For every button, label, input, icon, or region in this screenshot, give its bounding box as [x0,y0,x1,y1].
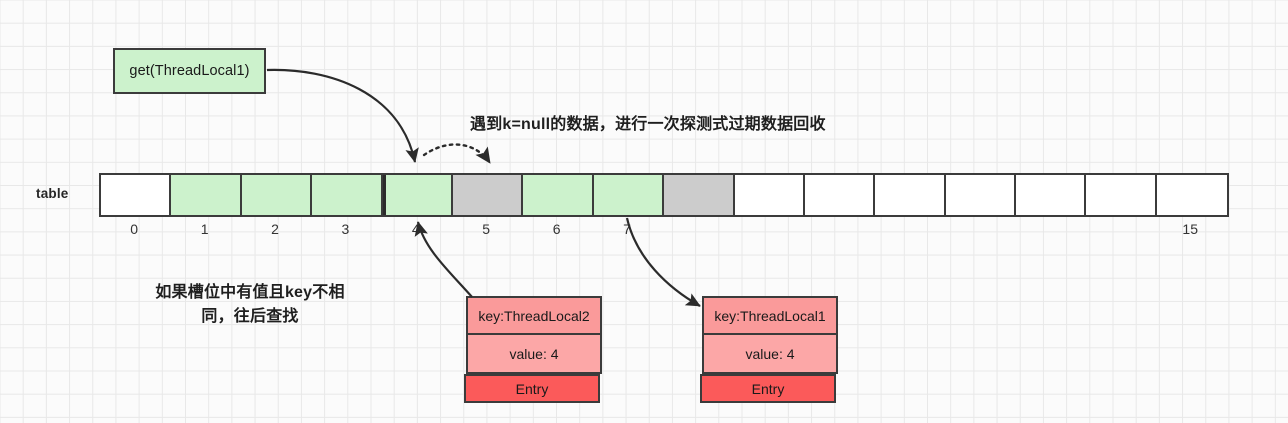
table-slot-11 [875,175,946,215]
table-slot-4 [382,175,453,215]
table-slot-8 [664,175,735,215]
table-index-0: 0 [130,221,139,237]
table-index-3: 3 [341,221,350,237]
entry-threadlocal1-key: key:ThreadLocal1 [704,298,836,335]
table-index-15: 15 [1182,221,1198,237]
note-linear-probe-line1: 如果槽位中有值且key不相 [155,284,345,301]
entry-threadlocal2-type: Entry [464,374,600,403]
table-slot-13 [1016,175,1087,215]
note-expired-entry-cleanup: 遇到k=null的数据，进行一次探测式过期数据回收 [470,116,826,133]
table-slot-9 [734,175,805,215]
table-slots-row [99,173,1230,217]
note-linear-probe-line2: 同，往后查找 [201,308,299,325]
table-slot-3 [312,175,383,215]
entry-threadlocal1-card: key:ThreadLocal1 value: 4 [702,296,838,374]
entry-threadlocal2: key:ThreadLocal2 value: 4 Entry [464,296,602,403]
table-slot-2 [241,175,313,215]
note-linear-probe: 如果槽位中有值且key不相 同，往后查找 [110,281,390,329]
table-slot-5 [452,175,524,215]
table-slot-10 [804,175,876,215]
entry-threadlocal2-value: value: 4 [468,335,600,372]
table-slot-12 [945,175,1017,215]
table-label: table [36,186,69,201]
entry-threadlocal1: key:ThreadLocal1 value: 4 Entry [700,296,838,403]
table-index-6: 6 [552,221,561,237]
table-index-7: 7 [623,221,631,237]
table-slot-15 [1156,175,1228,215]
entry-threadlocal2-card: key:ThreadLocal2 value: 4 [466,296,602,374]
entry-threadlocal1-value: value: 4 [704,335,836,372]
arrow-probe-slot4-to-slot5 [422,143,492,165]
entry-threadlocal2-key: key:ThreadLocal2 [468,298,600,335]
table-slot-7 [593,175,665,215]
table-slot-6 [523,175,594,215]
table-slot-1 [171,175,242,215]
table-slot-0 [101,175,172,215]
table-index-5: 5 [482,221,491,237]
get-call-box: get(ThreadLocal1) [113,48,266,94]
table-index-2: 2 [271,221,279,237]
table-index-4: 4 [411,221,420,237]
table-slot-14 [1086,175,1157,215]
arrow-get-to-slot4 [266,68,419,163]
table-index-1: 1 [200,221,209,237]
entry-threadlocal1-type: Entry [700,374,836,403]
